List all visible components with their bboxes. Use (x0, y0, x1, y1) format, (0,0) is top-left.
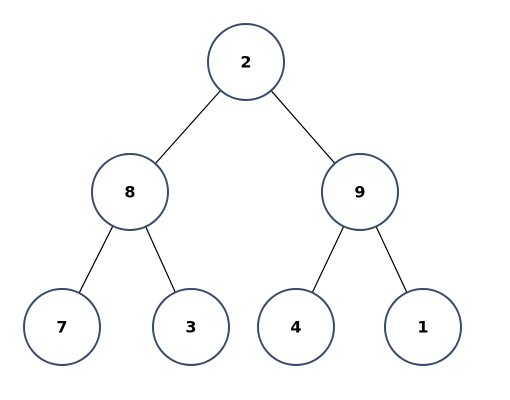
tree-edge (270, 90, 336, 164)
tree-edge (375, 226, 408, 293)
tree-node-circle (152, 288, 230, 366)
tree-node: 4 (257, 288, 335, 366)
tree-node-label: 7 (56, 318, 67, 337)
tree-node-circle (257, 288, 335, 366)
tree-node: 7 (23, 288, 101, 366)
tree-node-label: 8 (124, 183, 135, 202)
tree-node-circle (91, 153, 169, 231)
tree-node-label: 3 (185, 318, 196, 337)
tree-node-label: 1 (417, 318, 428, 337)
tree-edge (145, 226, 176, 293)
tree-edge (154, 89, 222, 165)
tree-node: 1 (384, 288, 462, 366)
edges-layer (78, 89, 408, 294)
tree-node: 2 (207, 23, 285, 101)
tree-node: 8 (91, 153, 169, 231)
tree-node-circle (23, 288, 101, 366)
nodes-layer: 2 8 9 7 3 4 1 (23, 23, 462, 366)
tree-node-label: 4 (290, 318, 301, 337)
tree-node-circle (207, 23, 285, 101)
tree-edge (78, 225, 114, 294)
tree-node-label: 2 (240, 53, 251, 72)
tree-node-label: 9 (354, 183, 365, 202)
tree-edge (311, 226, 345, 293)
tree-node: 3 (152, 288, 230, 366)
tree-node-circle (384, 288, 462, 366)
tree-node: 9 (321, 153, 399, 231)
tree-node-circle (321, 153, 399, 231)
